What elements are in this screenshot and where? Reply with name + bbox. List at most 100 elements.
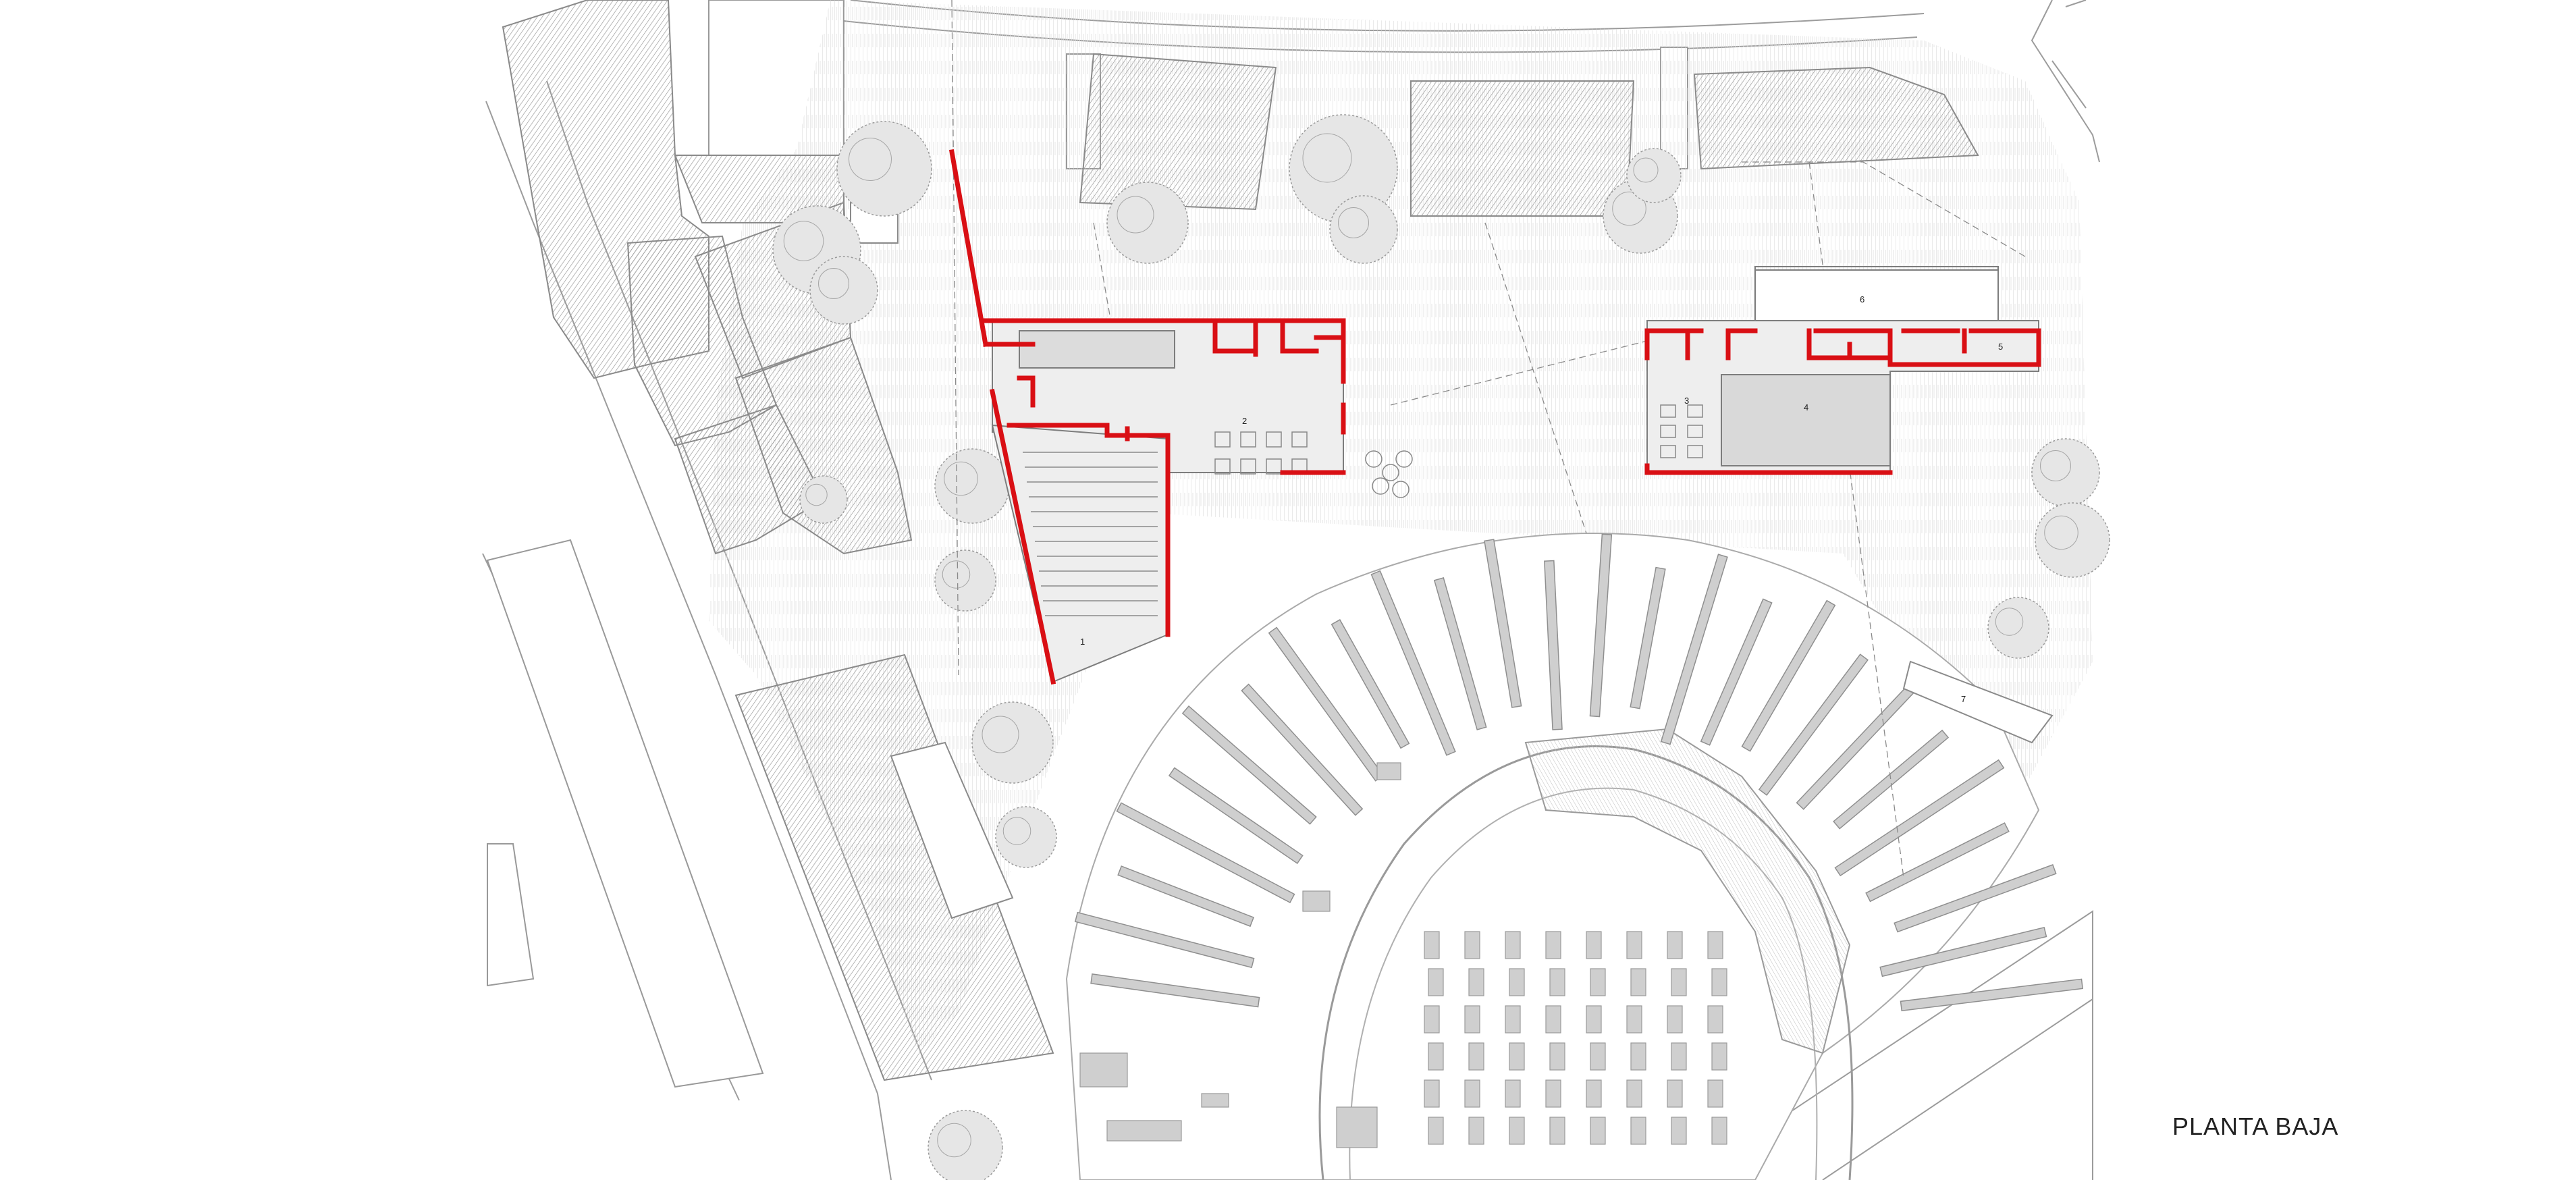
arena-block xyxy=(1586,1005,1602,1034)
tree-icon xyxy=(799,475,848,524)
tree-canopy xyxy=(944,461,978,496)
arena-block xyxy=(1428,1117,1444,1145)
stand-wall xyxy=(1181,705,1317,825)
stand-wall xyxy=(1865,822,2010,903)
arena-block xyxy=(1424,931,1440,959)
arena-block xyxy=(1590,1042,1606,1071)
tree-icon xyxy=(2035,502,2110,578)
arena-block xyxy=(1424,1005,1440,1034)
tree-canopy xyxy=(783,221,824,261)
ramp-7 xyxy=(1902,660,2054,744)
arena-block xyxy=(1671,1117,1687,1145)
tree-canopy xyxy=(1633,157,1659,183)
arena-block xyxy=(1626,1079,1642,1108)
arena-block xyxy=(1707,1005,1723,1034)
tree-icon xyxy=(1106,182,1189,264)
tree-canopy xyxy=(1302,133,1352,183)
cafe-table xyxy=(1365,450,1383,468)
tree-icon xyxy=(934,549,996,612)
stand-wall xyxy=(1168,767,1304,864)
arena-block xyxy=(1667,1005,1683,1034)
room-number-6: 6 xyxy=(1860,294,1864,304)
cafe-table xyxy=(1214,431,1231,448)
ruin-fragment xyxy=(1079,1052,1128,1088)
cafe-table xyxy=(1266,431,1282,448)
arena-block xyxy=(1586,931,1602,959)
tree-canopy xyxy=(1002,817,1031,845)
ruin-fragment xyxy=(1302,890,1331,912)
arena-block xyxy=(1468,1117,1484,1145)
cafe-table xyxy=(1395,450,1413,468)
arena-block xyxy=(1424,1079,1440,1108)
tree-canopy xyxy=(942,560,971,589)
arena-block xyxy=(1549,1117,1565,1145)
tree-icon xyxy=(836,121,932,217)
arena-block xyxy=(1545,1079,1561,1108)
room-number-3: 3 xyxy=(1684,396,1689,406)
room-number-7: 7 xyxy=(1961,694,1966,704)
arena-block xyxy=(1509,1117,1525,1145)
arena-block xyxy=(1626,931,1642,959)
arena-block xyxy=(1667,931,1683,959)
arena-block xyxy=(1505,1079,1521,1108)
arena-blocks xyxy=(1079,762,1727,1148)
table xyxy=(1687,404,1703,418)
arena-block xyxy=(1509,968,1525,996)
stand-wall xyxy=(1833,729,1950,830)
arena-block xyxy=(1464,931,1480,959)
tree-canopy xyxy=(1338,207,1369,238)
stand-wall xyxy=(1241,683,1364,816)
tree-canopy xyxy=(818,268,849,299)
arena-block xyxy=(1711,1117,1727,1145)
tree-canopy xyxy=(2044,515,2078,550)
stand-wall xyxy=(1894,864,2057,933)
room-numbers: 1 2 3 4 5 6 7 xyxy=(1080,294,2003,704)
trees xyxy=(772,114,2110,1180)
arena-block xyxy=(1545,931,1561,959)
tree-icon xyxy=(809,256,878,325)
stand-wall xyxy=(1758,653,1869,796)
stand-wall xyxy=(1116,802,1295,904)
cafe-table xyxy=(1291,431,1308,448)
room-number-5: 5 xyxy=(1998,342,2003,352)
arena-block xyxy=(1630,968,1646,996)
arena-block xyxy=(1671,968,1687,996)
ruin-fragment xyxy=(1336,1106,1378,1148)
tree-icon xyxy=(1626,148,1682,203)
stand-wall xyxy=(1834,759,2005,877)
stand-wall xyxy=(1700,598,1773,746)
stand-wall xyxy=(1879,926,2047,977)
arena-block xyxy=(1505,931,1521,959)
new-walls xyxy=(948,149,2041,685)
cafe-table xyxy=(1240,458,1256,475)
arena-block xyxy=(1586,1079,1602,1108)
ruin-fragment xyxy=(1106,1120,1182,1142)
cafe-table xyxy=(1372,477,1389,495)
table xyxy=(1687,445,1703,458)
arena-block xyxy=(1626,1005,1642,1034)
table xyxy=(1687,425,1703,438)
existing-buildings xyxy=(502,0,1979,1081)
tree-canopy xyxy=(1612,191,1646,226)
ruin-fragment xyxy=(1201,1093,1229,1108)
arena-block xyxy=(1630,1042,1646,1071)
stand-wall xyxy=(1741,599,1836,752)
stand-wall xyxy=(1117,865,1255,928)
amphitheatre-ruins xyxy=(1065,533,2040,1180)
room-number-1: 1 xyxy=(1080,637,1085,647)
arena-block xyxy=(1671,1042,1687,1071)
arena-block xyxy=(1549,968,1565,996)
arena-block xyxy=(1545,1005,1561,1034)
arena-block xyxy=(1667,1079,1683,1108)
arena-block xyxy=(1464,1079,1480,1108)
cafe-table xyxy=(1266,458,1282,475)
tree-icon xyxy=(1329,195,1398,264)
ruin-fragment xyxy=(1376,762,1401,780)
arena-block xyxy=(1505,1005,1521,1034)
stand-wall xyxy=(1630,566,1666,709)
arena-block xyxy=(1707,931,1723,959)
tree-canopy xyxy=(849,138,892,181)
arena-block xyxy=(1711,968,1727,996)
stand-wall xyxy=(1484,539,1522,708)
drawing-title: PLANTA BAJA xyxy=(2172,1112,2339,1140)
